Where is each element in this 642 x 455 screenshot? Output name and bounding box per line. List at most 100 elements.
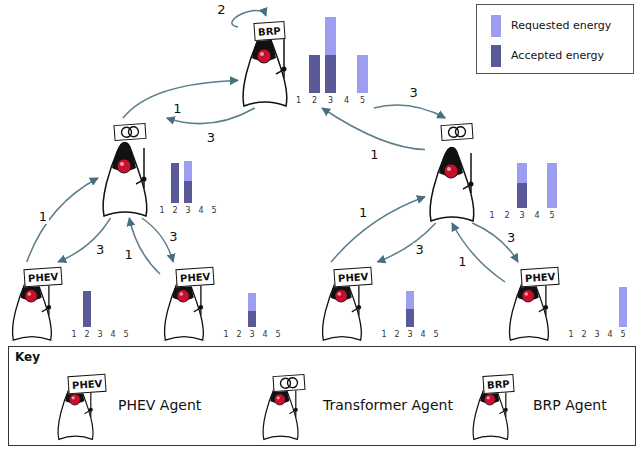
agent-hand xyxy=(282,67,287,72)
agent-hand xyxy=(294,408,298,412)
axis-number: 1 xyxy=(156,206,169,216)
axis-number: 2 xyxy=(578,330,591,340)
agent-nose xyxy=(274,394,285,405)
axis-number: 4 xyxy=(259,330,272,340)
agent-hand xyxy=(199,305,203,309)
axis-number: 5 xyxy=(355,96,371,106)
axis-number: 5 xyxy=(120,330,133,340)
step-number: 3 xyxy=(413,243,425,257)
message-arrow xyxy=(377,223,435,262)
step-number: 3 xyxy=(167,230,179,244)
agent-sign xyxy=(272,374,305,392)
axis-number: 2 xyxy=(391,330,404,340)
accepted-bar xyxy=(83,291,91,327)
axis-number: 1 xyxy=(291,96,307,106)
key-label: Transformer Agent xyxy=(323,397,453,413)
nose-highlight xyxy=(28,292,32,296)
agent-sign: PHEV xyxy=(333,267,372,288)
axis-number: 1 xyxy=(485,211,500,221)
axis-number: 4 xyxy=(107,330,120,340)
axis-number: 5 xyxy=(272,330,285,340)
step-number: 1 xyxy=(456,255,468,269)
key-box: KeyPHEVPHEV AgentTransformer AgentBRPBRP… xyxy=(8,346,636,446)
legend-text: Requested energy xyxy=(511,19,611,33)
sign-stick xyxy=(143,148,145,188)
agent-hand xyxy=(47,305,51,309)
axis-number: 1 xyxy=(378,330,391,340)
axis-number: 5 xyxy=(545,211,560,221)
agent-body xyxy=(103,143,147,217)
agent-hand xyxy=(544,305,548,309)
agent-nose xyxy=(257,49,271,63)
agent-sign: BRP xyxy=(253,21,285,41)
axis-number: 1 xyxy=(220,330,233,340)
agent-sign xyxy=(440,123,473,141)
message-arrow xyxy=(129,218,160,274)
sign-text: BRP xyxy=(487,378,510,391)
transformer-symbol xyxy=(277,376,302,390)
axis-number: 1 xyxy=(565,330,578,340)
agent-node: BRP 12345 xyxy=(238,16,378,108)
nose-highlight xyxy=(260,52,264,56)
coil-circle xyxy=(128,126,139,137)
step-number: 3 xyxy=(505,231,517,245)
legend-swatch xyxy=(491,45,501,67)
sign-stick xyxy=(283,38,285,78)
agent-sign: PHEV xyxy=(175,267,214,288)
coil-circle xyxy=(455,126,466,137)
nose-highlight xyxy=(338,292,342,296)
agent-sign: PHEV xyxy=(23,267,62,288)
requested-bar xyxy=(357,55,368,93)
agent-nose xyxy=(484,394,495,405)
axis-number: 3 xyxy=(404,330,417,340)
axis-number: 3 xyxy=(182,206,195,216)
agent-node: PHEV12345 xyxy=(160,262,292,342)
message-arrow xyxy=(374,105,445,118)
agent-hand xyxy=(142,177,147,182)
agent-nose xyxy=(69,394,80,405)
agent-body xyxy=(243,33,287,107)
message-arrow xyxy=(452,223,505,282)
message-arrow xyxy=(27,178,98,262)
axis-number: 2 xyxy=(169,206,182,216)
step-number: 1 xyxy=(357,206,369,220)
sign-text: PHEV xyxy=(180,271,211,284)
agent-sign: PHEV xyxy=(67,374,106,395)
agent-hand xyxy=(469,182,474,187)
key-item: PHEV PHEV Agent xyxy=(54,369,208,441)
step-number: 1 xyxy=(368,148,380,162)
agent-nose xyxy=(335,290,347,302)
axis-number: 5 xyxy=(208,206,221,216)
step-number: 1 xyxy=(122,248,134,262)
agent-nose xyxy=(25,290,37,302)
sign-text: PHEV xyxy=(525,271,556,284)
transformer-symbol xyxy=(445,125,470,139)
sign-text: PHEV xyxy=(72,378,103,391)
axis-number: 1 xyxy=(68,330,81,340)
nose-highlight xyxy=(447,167,451,171)
accepted-bar xyxy=(517,183,527,208)
agent-sign xyxy=(113,123,146,141)
axis-number: 3 xyxy=(246,330,259,340)
nose-highlight xyxy=(120,162,124,166)
sign-stick xyxy=(470,153,472,193)
axis-number: 5 xyxy=(430,330,443,340)
axis-number: 2 xyxy=(307,96,323,106)
agent-node: PHEV12345 xyxy=(318,262,450,342)
axis-number: 4 xyxy=(339,96,355,106)
axis-number: 3 xyxy=(323,96,339,106)
agent-nose xyxy=(177,290,189,302)
agent-hand xyxy=(89,408,93,412)
axis-number: 3 xyxy=(591,330,604,340)
agent-node: PHEV12345 xyxy=(8,262,133,342)
message-arrow xyxy=(331,197,425,262)
accepted-bar xyxy=(248,311,256,327)
agent-nose xyxy=(117,159,131,173)
key-label: PHEV Agent xyxy=(118,397,201,413)
legend-swatch xyxy=(491,15,501,37)
message-arrow xyxy=(472,223,518,262)
accepted-bar xyxy=(184,181,192,203)
requested-bar xyxy=(517,163,527,183)
step-number: 2 xyxy=(215,3,227,17)
